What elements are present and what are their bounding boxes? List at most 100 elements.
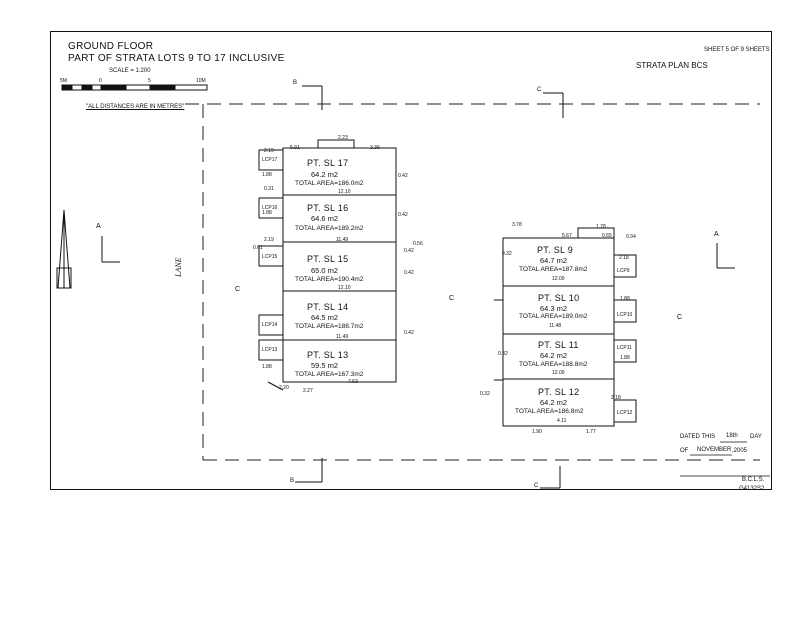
dim-bottom-right-b: 4.11 [557,418,567,424]
dim-top-right-a: 3.78 [512,222,522,228]
dim-042-b: 0.42 [398,212,408,218]
lot-10-area: 64.3 m2 [540,304,568,313]
lot-13-lcp: LCP13 [262,347,278,353]
scale-tick-5m: 5M [60,78,67,84]
dim-031-a: 0.31 [264,186,274,192]
dim-bottom-left-b: 2.27 [303,388,313,394]
dim-top-left-c: 3.36 [370,145,380,151]
lot-13-width: 7.63 [348,379,358,385]
drawing-title: GROUND FLOOR [68,41,154,52]
lot-14-name: PT. SL 14 [307,302,349,312]
lot-13-total: TOTAL AREA=167.3m2 [295,371,364,378]
dim-032-a: 0.32 [502,251,512,257]
dim-219-a: 2.19 [264,148,274,154]
dated-prefix: DATED THIS [680,434,716,440]
lot-10-width: 11.48 [549,323,562,329]
lot-9-name: PT. SL 9 [537,245,574,255]
dim-042-c: 0.42 [404,248,414,254]
dim-061: 0.61 [253,245,263,251]
lot-10-lcp: LCP10 [617,312,633,318]
dim-bottom-right-a: 1.90 [532,429,542,435]
lot-17-name: PT. SL 17 [307,158,349,168]
dim-top-left-b: 2.23 [338,135,348,141]
left-building-outline [258,139,397,391]
lot-11-total: TOTAL AREA=188.8m2 [519,361,588,368]
lot-11-width: 12.09 [552,370,565,376]
section-b-top-label: B [293,80,298,86]
lot-11-area: 64.2 m2 [540,351,568,360]
dim-bottom-right-c: 1.77 [586,429,596,435]
strata-plan-label: STRATA PLAN BCS [636,61,708,70]
dim-188-d: 1.88 [620,296,630,302]
dim-top-right-b: 5.67 [562,233,572,239]
lot-13-name: PT. SL 13 [307,350,349,360]
common-label-right: C [677,314,683,321]
right-building-outline [494,227,637,427]
surveyor-label: B.C.L.S. [742,477,765,483]
section-c-top-label: C [537,87,542,93]
common-label-center: C [449,295,455,302]
lot-9-total: TOTAL AREA=187.8m2 [519,266,588,273]
dim-032-b: 0.32 [498,351,508,357]
dim-042-d: 0.42 [404,270,414,276]
sheet-number: SHEET 5 OF 9 SHEETS [704,47,770,53]
lot-14-lcp: LCP14 [262,322,278,328]
dated-day: 18th [726,433,738,439]
lot-10-total: TOTAL AREA=189.0m2 [519,313,588,320]
dim-188-b: 1.88 [262,210,272,216]
scale-bar [61,84,208,91]
scale-tick-10m: 10M [196,78,206,84]
scale-tick-0: 0 [99,78,102,84]
dated-of: OF [680,448,689,454]
dim-218-b: 2.18 [611,395,621,401]
dim-042-a: 0.42 [398,173,408,179]
lot-14-width: 11.49 [336,334,349,340]
dim-056: 0.56 [413,241,423,247]
lot-11-name: PT. SL 11 [538,340,579,350]
lot-15-lcp: LCP15 [262,254,278,260]
section-arrows [101,85,735,489]
lot-15-total: TOTAL AREA=190.4m2 [295,276,364,283]
dated-year: ,2005 [732,448,748,454]
lot-16-area: 64.6 m2 [311,214,339,223]
section-b-bottom-label: B [290,478,295,484]
section-a-left-label: A [96,223,101,230]
dim-top-left-a: 5.91 [290,145,300,151]
dim-218-a: 2.18 [619,255,629,261]
lot-9-area: 64.7 m2 [540,256,568,265]
scale-tick-5: 5 [148,78,151,84]
section-a-right-label: A [714,231,719,238]
lot-16-total: TOTAL AREA=189.2m2 [295,225,364,232]
dim-188-a: 1.88 [262,172,272,178]
lot-13-area: 59.5 m2 [311,361,339,370]
lot-10-name: PT. SL 10 [538,293,580,303]
dim-065: 0.65 [602,233,612,239]
dashed-boundary [185,103,760,461]
dim-219-b: 2.19 [264,237,274,243]
units-note: "ALL DISTANCES ARE IN METRES" [86,104,185,110]
lot-15-width: 12.10 [338,285,351,291]
section-c-bottom-label: C [534,483,539,489]
file-number: G4132S2 [739,486,765,492]
lot-16-width: 11.49 [336,237,349,243]
lot-17-total: TOTAL AREA=186.0m2 [295,180,364,187]
dim-188-e: 1.88 [620,355,630,361]
lot-16-name: PT. SL 16 [307,203,349,213]
sheet-border [50,31,772,490]
dated-day-suffix: DAY [750,434,762,440]
common-label-left: C [235,286,241,293]
north-arrow-icon [56,209,72,289]
lot-14-area: 64.5 m2 [311,313,339,322]
dim-034: 0.34 [626,234,636,240]
lot-17-lcp: LCP17 [262,157,278,163]
lot-9-lcp: LCP9 [617,268,630,274]
dim-042-e: 0.42 [404,330,414,336]
lot-12-total: TOTAL AREA=186.8m2 [515,408,584,415]
drawing-subtitle: PART OF STRATA LOTS 9 TO 17 INCLUSIVE [68,53,285,64]
scale-label: SCALE = 1:200 [109,68,151,74]
lot-11-lcp: LCP11 [617,345,632,351]
lot-15-area: 65.0 m2 [311,266,339,275]
dim-188-c: 1.88 [262,364,272,370]
dim-032-c: 0.32 [480,391,490,397]
